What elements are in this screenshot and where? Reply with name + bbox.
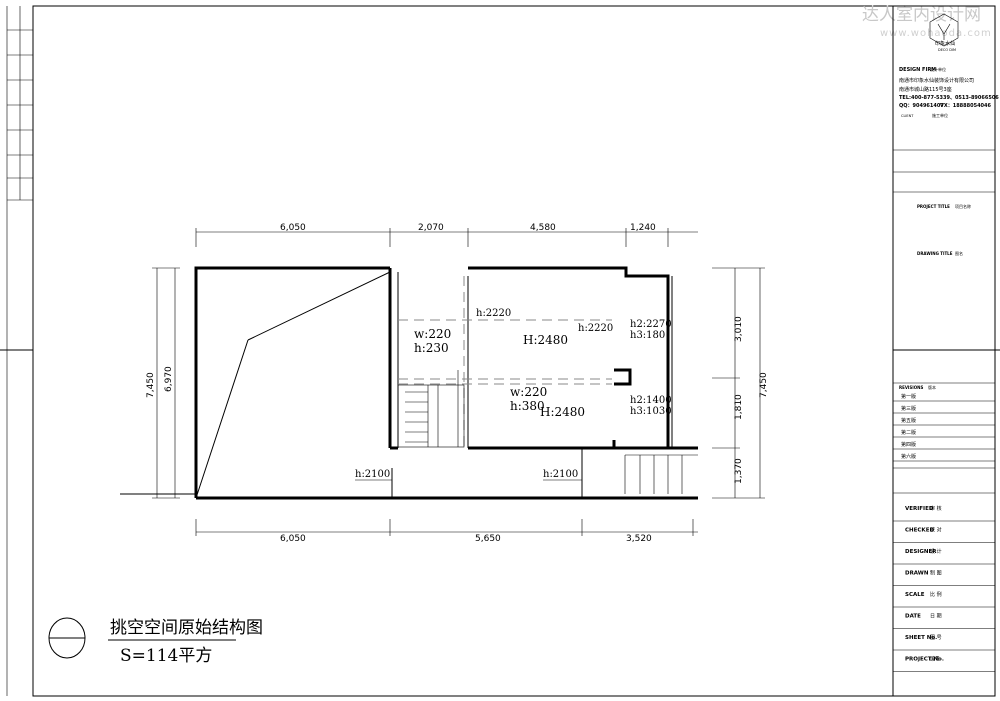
drawing-title-cn: 图名	[955, 250, 963, 256]
label-h2100-b: h:2100	[543, 469, 578, 480]
sheet-frame	[32, 5, 996, 697]
dim-top-2: 2,070	[418, 223, 444, 233]
logo-hexagon-icon	[929, 13, 959, 47]
dim-top-3: 4,580	[530, 223, 556, 233]
dim-bottom-3: 3,520	[626, 534, 652, 544]
revision-item: 第二版	[901, 429, 916, 436]
dims-bottom	[195, 519, 698, 536]
sloped-void-top	[247, 271, 391, 341]
client-cn: 施工单位	[932, 112, 948, 118]
dim-top-1: 6,050	[280, 223, 306, 233]
label-h3-1030: h3:1030	[630, 406, 672, 417]
signoff-label-cn: 图 号	[930, 635, 942, 641]
label-h2100-a: h:2100	[355, 469, 390, 480]
dim-bottom-1: 6,050	[280, 534, 306, 544]
left-tabs	[7, 6, 33, 201]
design-firm-cn: 设计单位	[930, 66, 946, 72]
company-qq: QQ：904961407	[899, 103, 944, 109]
signoff-label: VERIFIED	[905, 506, 934, 512]
revision-item: 第六版	[901, 453, 916, 460]
logo-cn: 印象水仙	[935, 40, 955, 47]
drawing-area: S=114平方	[120, 646, 212, 666]
dim-right-2: 1,810	[734, 394, 744, 420]
revision-item: 第四版	[901, 441, 916, 448]
beams	[398, 276, 612, 448]
watermark-cn: 达人室内设计网	[862, 5, 981, 25]
label-H2480-b: H:2480	[540, 405, 585, 419]
company-address: 南通市城山路115号3座	[899, 86, 952, 93]
stairs	[397, 370, 698, 494]
dim-right-1: 3,010	[734, 316, 744, 342]
signoff-label-cn: 制 图	[930, 570, 942, 577]
design-firm-label: DESIGN FIRM	[899, 67, 936, 73]
logo-mark-icon	[937, 23, 951, 40]
label-h2-2270: h2:2270	[630, 319, 672, 330]
sloped-void-edge	[195, 339, 249, 499]
signoff-label: DRAWN	[905, 571, 929, 577]
revision-item: 第三版	[901, 405, 916, 412]
drawing-title-label: DRAWING TITLE	[917, 251, 953, 256]
dims-left	[152, 267, 180, 499]
signoff-label-cn: 设 计	[930, 548, 942, 555]
dims-right	[712, 267, 765, 499]
dim-left-2: 6,970	[164, 366, 174, 392]
dim-right-4: 7,450	[759, 372, 769, 398]
company-vx: VX：18888054046	[940, 103, 992, 109]
revision-item: 第一版	[901, 393, 916, 400]
revisions-label: REVISIONS	[899, 385, 924, 390]
label-h2220-b: h:2220	[578, 323, 613, 334]
dims-top	[195, 228, 698, 247]
drawing-title: 挑空空间原始结构图	[110, 618, 263, 638]
dim-bottom-2: 5,650	[475, 534, 501, 544]
project-title-cn: 项目名称	[955, 203, 971, 209]
title-block	[892, 5, 996, 697]
signoff-label: PROJECT No.	[905, 657, 944, 663]
logo: 印象水仙 DECO DIM	[929, 13, 959, 52]
signoff-label: SHEET No.	[905, 635, 937, 641]
watermark-en: www.wohaoda.com	[880, 28, 992, 39]
label-h230: h:230	[414, 341, 449, 355]
signoff-label-cn: 比 例	[930, 591, 942, 598]
signoff-label-cn: 校 对	[930, 527, 942, 534]
label-h3-180: h3:180	[630, 330, 665, 341]
label-H2480-a: H:2480	[523, 333, 568, 347]
signoff-label-cn: 编号	[930, 656, 940, 663]
project-title-label: PROJECT TITLE	[917, 204, 950, 209]
logo-en: DECO DIM	[938, 48, 956, 52]
label-w220-a: w:220	[414, 327, 451, 341]
signoff-label: DESIGNER	[905, 549, 937, 555]
signoff-label-cn: 审 核	[930, 505, 942, 512]
signoff-label: CHECKED	[905, 528, 934, 534]
client-label: CLIENT	[901, 114, 914, 118]
label-h2-1400: h2:1400	[630, 395, 672, 406]
label-w220-b: w:220	[510, 385, 547, 399]
dim-right-3: 1,370	[734, 458, 744, 484]
signoff-label-cn: 日 期	[930, 614, 942, 620]
revisions-cn: 版本	[928, 384, 936, 390]
revision-item: 第五版	[901, 417, 916, 424]
signoff-label: SCALE	[905, 592, 925, 598]
company-name: 南通市印象水仙装饰设计有限公司	[899, 77, 974, 84]
label-h2220-a: h:2220	[476, 308, 511, 319]
signoff-label: DATE	[905, 614, 921, 620]
label-h380: h:380	[510, 399, 545, 413]
walls	[194, 266, 698, 500]
company-tel: TEL:400-877-5339、0513-89066506	[899, 95, 999, 101]
dim-left-1: 7,450	[146, 372, 156, 398]
dim-top-4: 1,240	[630, 223, 656, 233]
